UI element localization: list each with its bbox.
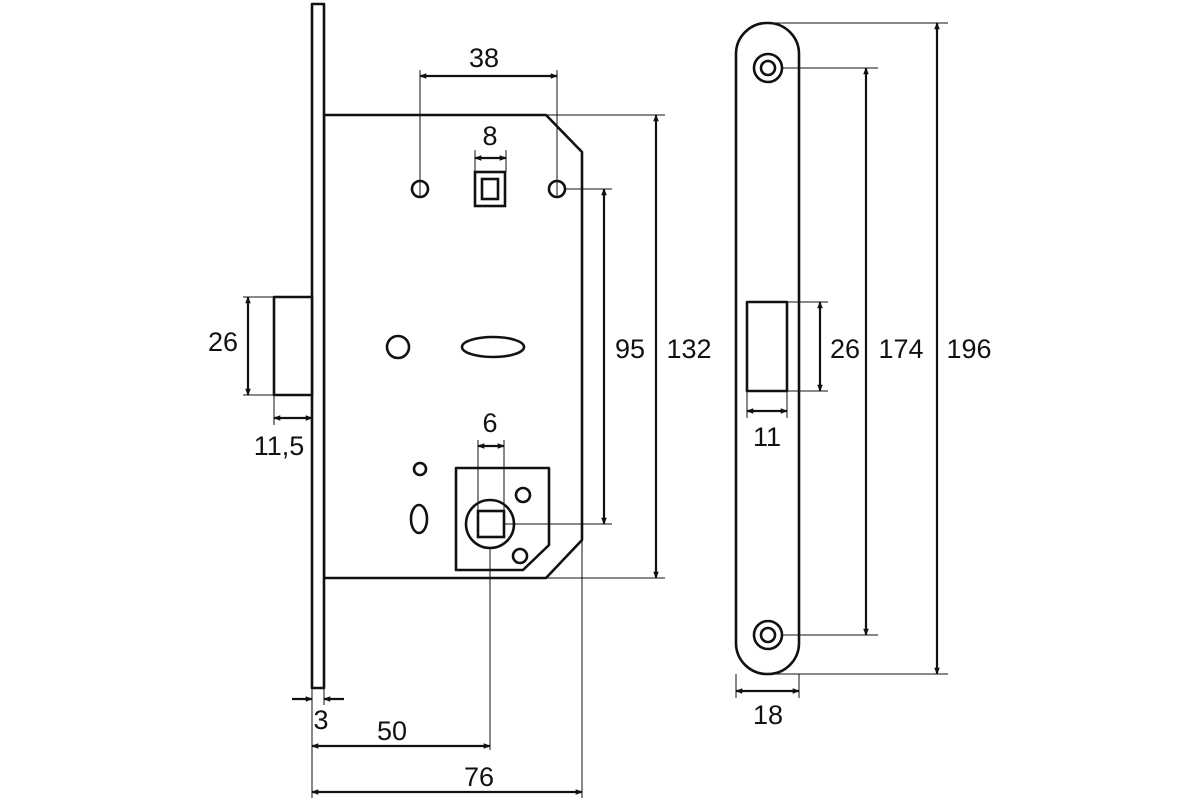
follower-square-hole [476, 509, 506, 539]
latch-bolt [272, 295, 314, 397]
label-26-strike: 26 [830, 334, 860, 364]
follower-screw-top [514, 486, 532, 504]
strike-latch-opening [745, 300, 789, 393]
oval-slot-middle [460, 335, 526, 359]
label-26-left: 26 [208, 327, 238, 357]
dimension-lines [245, 22, 940, 795]
square-spindle-divider [480, 177, 500, 201]
follower-screw-bottom [511, 547, 529, 565]
small-hole-lower [412, 461, 428, 477]
strike-screw-hole-bottom-inner [759, 626, 777, 644]
label-38: 38 [469, 43, 499, 73]
label-196: 196 [946, 334, 991, 364]
label-6: 6 [482, 408, 497, 438]
label-132: 132 [666, 334, 711, 364]
strike-screw-hole-top-inner [759, 59, 777, 77]
label-3: 3 [313, 705, 328, 735]
strike-plate [734, 21, 801, 676]
label-50: 50 [377, 716, 407, 746]
label-174: 174 [878, 334, 923, 364]
mortise-lock-body [272, 2, 584, 690]
label-95: 95 [615, 334, 645, 364]
round-hole-middle [385, 334, 411, 360]
dimension-labels: 38 8 26 11,5 6 95 132 3 50 76 26 11 174 … [208, 43, 992, 792]
label-8: 8 [482, 121, 497, 151]
faceplate [310, 2, 326, 690]
label-11-strike: 11 [753, 422, 781, 452]
label-76: 76 [464, 762, 494, 792]
label-18: 18 [753, 700, 783, 730]
oval-hole-lower [409, 503, 429, 535]
label-11-5: 11,5 [254, 431, 305, 461]
